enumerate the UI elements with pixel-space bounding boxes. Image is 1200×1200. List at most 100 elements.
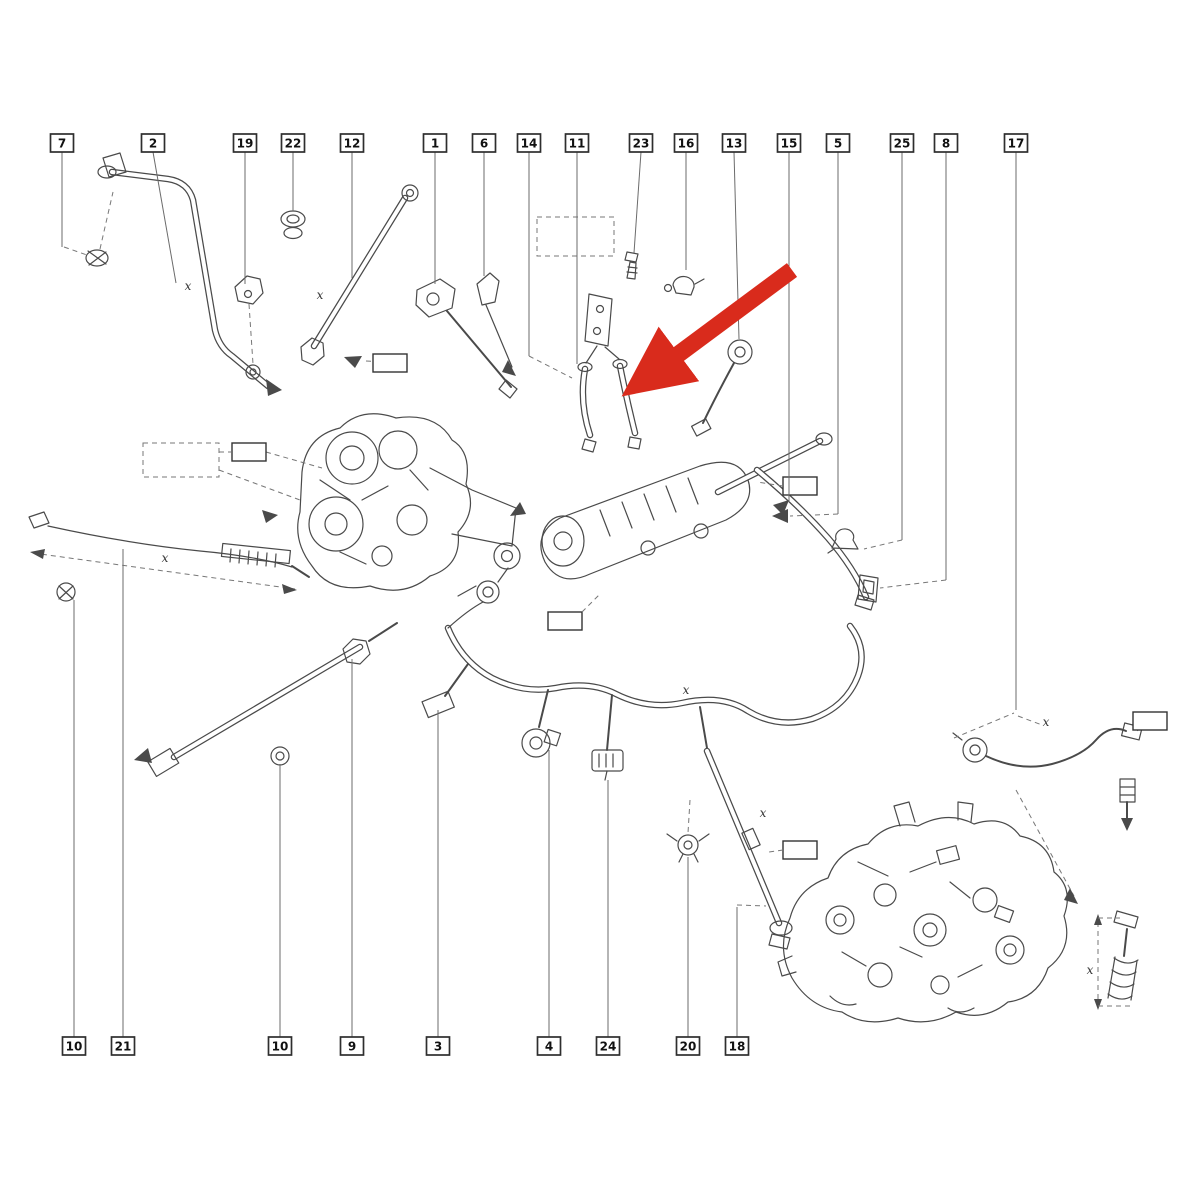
callout-10: 10 xyxy=(61,1036,87,1056)
callout-label-22: 22 xyxy=(285,137,302,151)
callout-21: 21 xyxy=(110,1036,136,1056)
diagram-artwork xyxy=(28,152,1168,1023)
leader-line-2 xyxy=(152,151,177,284)
callout-label-24: 24 xyxy=(600,1040,617,1054)
clip-part-6 xyxy=(476,272,516,376)
diagonal-sensor-cable xyxy=(134,622,398,778)
sensor-part-20 xyxy=(666,799,710,863)
callout-box-23 xyxy=(628,133,654,153)
callout-10: 10 xyxy=(267,1036,293,1056)
oxygen-sensor-cable xyxy=(28,511,310,602)
sensor-part-1 xyxy=(415,278,518,399)
callout-8: 8 xyxy=(933,133,959,153)
stabilizer-rod xyxy=(753,466,947,611)
callout-label-19: 19 xyxy=(237,137,254,151)
callout-label-5: 5 xyxy=(834,137,842,151)
callout-22: 22 xyxy=(280,133,306,153)
red-arrow xyxy=(621,263,798,397)
callout-15: 15 xyxy=(776,133,802,153)
dimension-x-mark: x xyxy=(1043,715,1050,729)
callout-box-3 xyxy=(425,1036,451,1056)
callout-label-10: 10 xyxy=(272,1040,289,1054)
callout-16: 16 xyxy=(673,133,699,153)
callout-box-7 xyxy=(49,133,75,153)
callout-box-22 xyxy=(280,133,306,153)
callout-box-10 xyxy=(61,1036,87,1056)
callout-24: 24 xyxy=(595,1036,621,1056)
callout-label-11: 11 xyxy=(569,137,586,151)
callout-14: 14 xyxy=(516,133,542,153)
dimension-x-mark: x xyxy=(162,551,169,565)
callout-box-2 xyxy=(140,133,166,153)
dimension-x-mark: x xyxy=(760,806,767,820)
callout-6: 6 xyxy=(471,133,497,153)
blank-label-tags xyxy=(142,353,1168,860)
callout-label-17: 17 xyxy=(1008,137,1025,151)
pipe-part-18 xyxy=(703,747,793,950)
grommet-part-22 xyxy=(280,210,306,240)
callout-box-24 xyxy=(595,1036,621,1056)
callout-label-2: 2 xyxy=(149,137,157,151)
callout-box-10 xyxy=(267,1036,293,1056)
callout-label-9: 9 xyxy=(348,1040,356,1054)
callout-box-21 xyxy=(110,1036,136,1056)
callout-box-8 xyxy=(933,133,959,153)
dimension-x-mark: x xyxy=(683,683,690,697)
callout-17: 17 xyxy=(1003,133,1029,153)
callout-19: 19 xyxy=(232,133,258,153)
bolt-part-23 xyxy=(624,251,639,280)
callout-box-4 xyxy=(536,1036,562,1056)
sensor-part-13 xyxy=(690,339,753,437)
red-arrow-annotation xyxy=(621,263,798,397)
callout-11: 11 xyxy=(564,133,590,153)
callout-23: 23 xyxy=(628,133,654,153)
callout-label-1: 1 xyxy=(431,137,439,151)
callout-label-12: 12 xyxy=(344,137,361,151)
dimension-marks: x x x x x x x xyxy=(162,279,1094,977)
callout-12: 12 xyxy=(339,133,365,153)
callout-box-15 xyxy=(776,133,802,153)
callout-box-17 xyxy=(1003,133,1029,153)
callout-2: 2 xyxy=(140,133,166,153)
callout-box-19 xyxy=(232,133,258,153)
gearbox-assembly xyxy=(218,413,517,591)
bolt-lower-right xyxy=(1094,910,1139,1010)
dimension-x-mark: x xyxy=(317,288,324,302)
callout-label-25: 25 xyxy=(894,137,911,151)
leader-lines xyxy=(61,151,1017,1037)
dimension-x-mark: x xyxy=(185,279,192,293)
dimension-x-mark: x xyxy=(1087,963,1094,977)
callout-label-20: 20 xyxy=(680,1040,697,1054)
clamp-part-7 xyxy=(63,246,109,267)
callout-label-6: 6 xyxy=(480,137,488,151)
callout-4: 4 xyxy=(536,1036,562,1056)
rod-part-12 xyxy=(300,184,419,368)
callout-box-9 xyxy=(339,1036,365,1056)
callout-box-20 xyxy=(675,1036,701,1056)
callout-label-13: 13 xyxy=(726,137,743,151)
callout-box-13 xyxy=(721,133,747,153)
callout-13: 13 xyxy=(721,133,747,153)
callout-box-11 xyxy=(564,133,590,153)
callout-label-16: 16 xyxy=(678,137,695,151)
mid-cluster xyxy=(457,542,521,604)
engine-block xyxy=(777,801,1068,1023)
callout-box-25 xyxy=(889,133,915,153)
callout-box-16 xyxy=(673,133,699,153)
callout-label-3: 3 xyxy=(434,1040,442,1054)
pipe-part-2 xyxy=(97,152,282,396)
callout-box-14 xyxy=(516,133,542,153)
callout-label-4: 4 xyxy=(545,1040,553,1054)
clamp-part-16 xyxy=(663,275,705,296)
callout-25: 25 xyxy=(889,133,915,153)
hose-bracket-part-11-14 xyxy=(528,293,642,453)
callout-box-5 xyxy=(825,133,851,153)
callout-3: 3 xyxy=(425,1036,451,1056)
callout-label-10: 10 xyxy=(66,1040,83,1054)
callout-1: 1 xyxy=(422,133,448,153)
callout-label-14: 14 xyxy=(521,137,538,151)
callout-7: 7 xyxy=(49,133,75,153)
sensor-cable-part-17 xyxy=(952,712,1149,904)
